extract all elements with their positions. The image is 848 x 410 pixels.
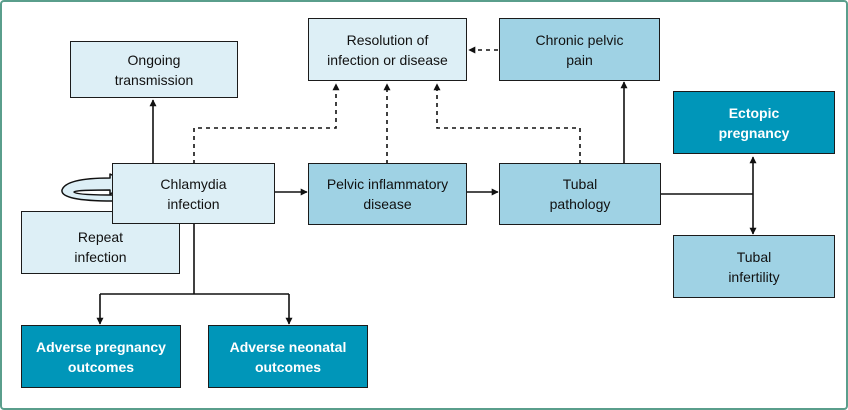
node-chlamydia-infection-label: Chlamydia infection bbox=[160, 175, 227, 212]
node-repeat-infection-label: Repeat infection bbox=[74, 228, 127, 265]
node-tubal-infertility-label: Tubal infertility bbox=[728, 248, 780, 285]
node-resolution-label: Resolution of infection or disease bbox=[327, 31, 448, 68]
node-tubal-infertility: Tubal infertility bbox=[673, 235, 835, 298]
node-resolution: Resolution of infection or disease bbox=[308, 18, 467, 81]
node-chronic-pelvic-pain: Chronic pelvic pain bbox=[499, 18, 660, 81]
node-ongoing-transmission: Ongoing transmission bbox=[70, 41, 238, 98]
node-pid: Pelvic inflammatory disease bbox=[308, 163, 467, 225]
node-adverse-neonatal: Adverse neonatal outcomes bbox=[208, 325, 368, 388]
node-chlamydia-infection: Chlamydia infection bbox=[112, 163, 275, 224]
node-adverse-pregnancy-label: Adverse pregnancy outcomes bbox=[36, 338, 166, 375]
node-adverse-pregnancy: Adverse pregnancy outcomes bbox=[21, 325, 181, 388]
node-ectopic-pregnancy-label: Ectopic pregnancy bbox=[718, 104, 790, 141]
node-ongoing-transmission-label: Ongoing transmission bbox=[114, 51, 194, 88]
arrow-chlamydia-to-resolution bbox=[193, 83, 340, 164]
node-pid-label: Pelvic inflammatory disease bbox=[326, 176, 449, 212]
node-tubal-pathology: Tubal pathology bbox=[499, 163, 661, 225]
node-ectopic-pregnancy: Ectopic pregnancy bbox=[673, 91, 835, 154]
node-repeat-infection: Repeat infection bbox=[21, 211, 180, 274]
node-tubal-pathology-label: Tubal pathology bbox=[549, 176, 611, 212]
node-chronic-pelvic-pain-label: Chronic pelvic pain bbox=[535, 31, 624, 68]
node-adverse-neonatal-label: Adverse neonatal outcomes bbox=[229, 338, 347, 375]
arrow-tubal-to-resolution bbox=[433, 83, 581, 164]
